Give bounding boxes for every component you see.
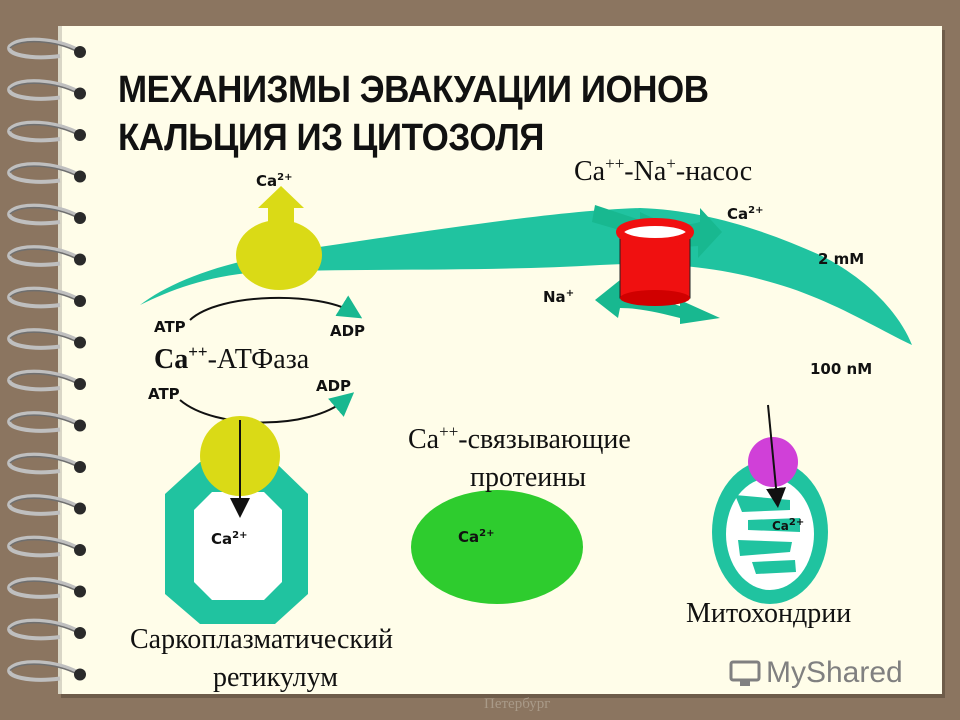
na-label: Na+: [543, 288, 575, 306]
binding-ring: [7, 369, 86, 392]
membrane-atpase: [189, 186, 363, 321]
binding-ring: [7, 328, 86, 350]
adp-label-membrane: ADP: [330, 322, 366, 340]
ca-label-protein: Ca2+: [458, 528, 495, 546]
ca-label-pump: Ca2+: [727, 205, 764, 223]
mitochondria-label: Митохондрии: [686, 598, 852, 629]
binding-ring: [7, 120, 86, 143]
atp-adp-cycle-arrow: [189, 295, 363, 321]
binding-ring: [7, 203, 86, 226]
ca-label-reticulum: Ca2+: [211, 530, 248, 548]
concentration-high: 2 mM: [818, 250, 865, 268]
binding-ring: [7, 577, 86, 599]
footer-text: Петербург: [484, 696, 551, 712]
binding-ring: [7, 245, 86, 267]
binding-ring: [7, 79, 86, 101]
atp-label-sr: ATP: [148, 385, 180, 403]
sarcoplasmic-reticulum: [165, 416, 308, 624]
exchanger-label: Ca++-Na+-насос: [574, 154, 753, 187]
reticulum-lumen: [194, 492, 282, 600]
ca-efflux-arrow-head: [258, 186, 304, 208]
binding-ring: [7, 660, 86, 682]
ca-label-top: Ca2+: [256, 172, 293, 190]
atpase-pump: [236, 220, 322, 290]
binding-ring: [7, 37, 86, 60]
sr-atp-adp-cycle-arrow: [179, 392, 355, 424]
spiral-binding: [7, 37, 86, 682]
binding-ring: [7, 494, 86, 516]
binding-ring: [7, 618, 86, 641]
binding-ring: [7, 162, 86, 184]
binding-protein-label-line2: протеины: [470, 462, 587, 493]
atpase-label: Ca++-АТФаза: [154, 342, 310, 375]
exchanger-bottom: [620, 290, 690, 306]
mitochondrion: [712, 404, 828, 604]
watermark-text: MyShared: [766, 656, 903, 689]
binding-ring: [7, 452, 86, 475]
na-ca-exchanger: [592, 205, 722, 324]
reticulum-label-line2: ретикулум: [213, 662, 338, 693]
ca-label-mito: Ca2+: [772, 517, 805, 533]
binding-protein-label: Ca++-связывающие: [408, 422, 631, 455]
ca-binding-protein: [411, 490, 583, 604]
binding-ring: [7, 411, 86, 433]
cell-membrane: [140, 208, 912, 345]
myshared-logo-icon: [729, 660, 761, 686]
atp-label-membrane: ATP: [154, 318, 186, 336]
adp-label-sr: ADP: [316, 377, 352, 395]
exchanger-top: [616, 218, 694, 246]
page-title: МЕХАНИЗМЫ ЭВАКУАЦИИ ИОНОВ КАЛЬЦИЯ ИЗ ЦИТ…: [118, 69, 709, 159]
mito-cristae: [735, 495, 800, 574]
mito-ca-uptake-arrow: [766, 404, 786, 508]
binding-ring: [7, 535, 86, 558]
binding-ring: [7, 286, 86, 309]
reticulum-label-line1: Саркоплазматический: [130, 624, 393, 655]
concentration-low: 100 nM: [810, 360, 873, 378]
